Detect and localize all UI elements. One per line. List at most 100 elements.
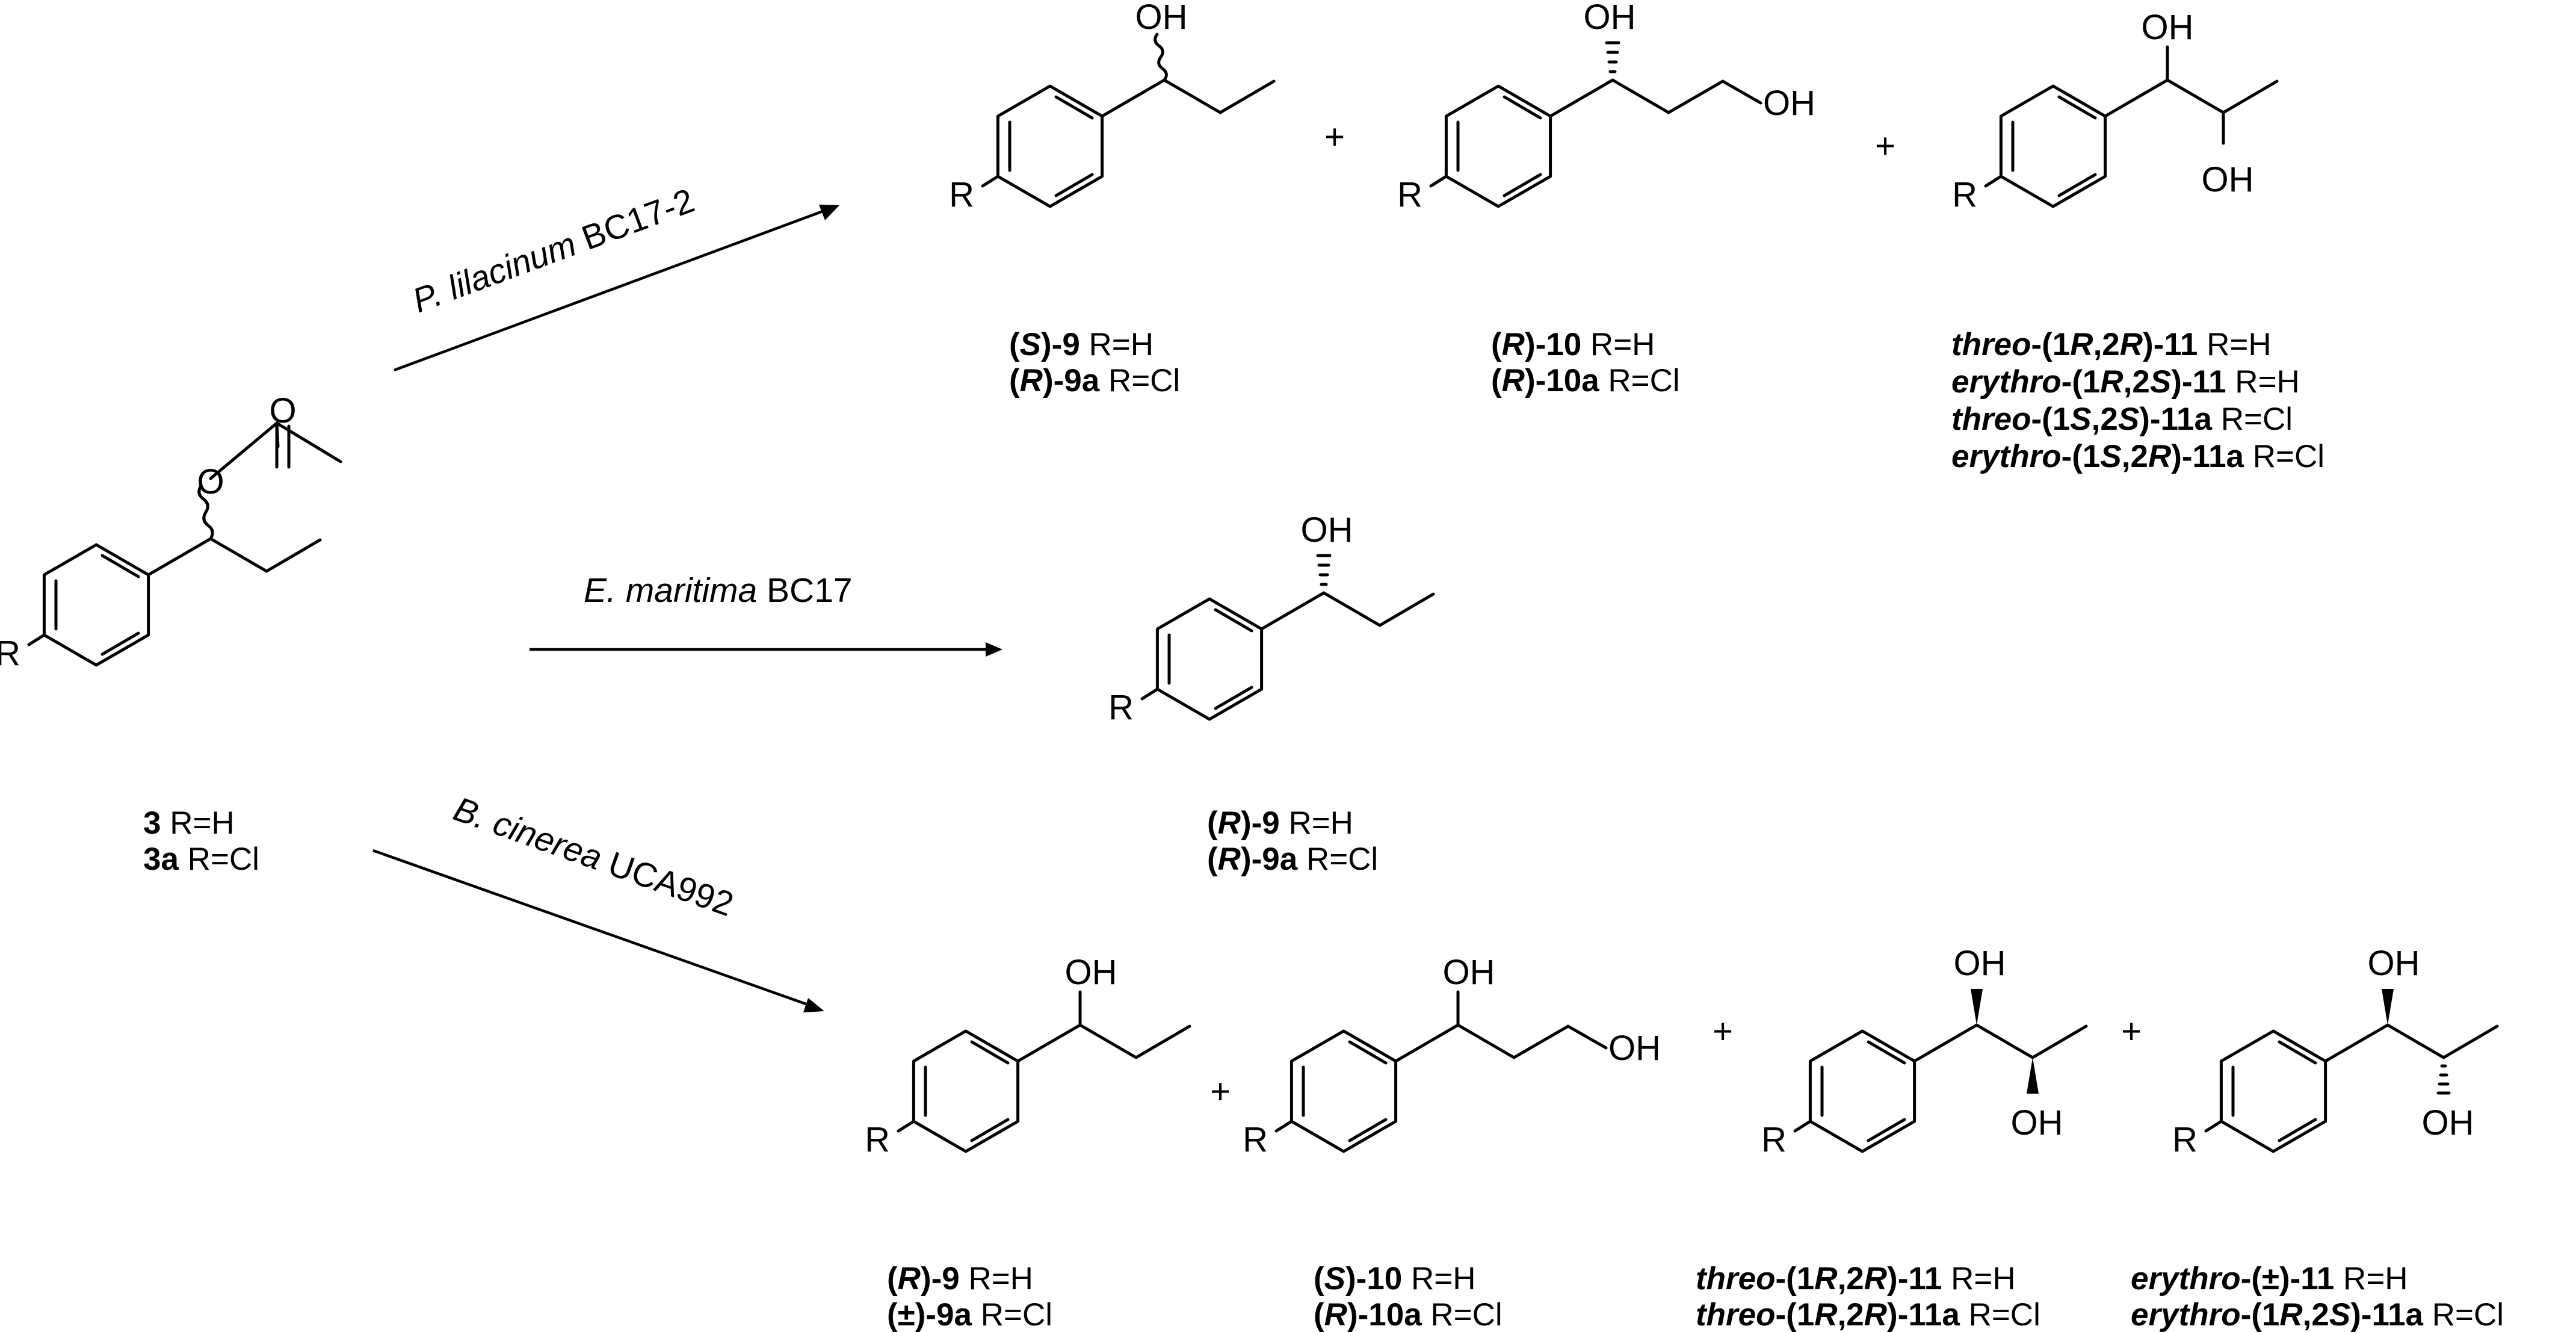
label-run: ( (1009, 363, 1020, 398)
label-line: (S)-9 R=H (1009, 327, 1154, 362)
compound-label-bottom-threo-11: threo-(1R,2R)-11 R=H threo-(1R,2R)-11a R… (1696, 1261, 2040, 1332)
hydroxyl-label: OH (1301, 510, 1353, 550)
label-line: (R)-9a R=Cl (1009, 363, 1180, 398)
label-run: )-11 (2143, 327, 2198, 362)
label-run: R=Cl (1599, 363, 1680, 398)
label-run: )-10a (1347, 1297, 1422, 1332)
label-line: (S)-10 R=H (1314, 1261, 1476, 1296)
label-run: R (1218, 805, 1241, 841)
product-bottom-9: OH R (865, 953, 1191, 1159)
label-run: S (1020, 327, 1041, 362)
label-run: R (1864, 1261, 1887, 1296)
label-run: R (2120, 327, 2143, 362)
label-run: ,2 (1838, 1297, 1864, 1332)
label-run: R=H (1942, 1261, 2015, 1296)
label-run: erythro (2131, 1261, 2241, 1296)
label-run: R (1502, 327, 1525, 362)
wedge-bond (1971, 989, 1983, 1025)
label-run: threo (1696, 1297, 1776, 1332)
label-line: threo-(1S,2S)-11a R=Cl (1951, 401, 2293, 437)
label-run: )-11 (2171, 364, 2226, 400)
r-substituent: R (1243, 1120, 1268, 1159)
label-run: erythro (1951, 439, 2062, 474)
label-run: ,2 (2124, 364, 2150, 400)
reaction-arrow-top: P. lilacinum BC17-2 (394, 181, 839, 372)
label-run: R=Cl (1099, 363, 1180, 398)
label-run: R=Cl (2244, 439, 2324, 474)
compound-label-bottom-10: (S)-10 R=H (R)-10a R=Cl (1314, 1261, 1503, 1332)
label-run: R (2100, 364, 2123, 400)
label-line: (R)-10 R=H (1491, 327, 1655, 362)
compound-3-line-1: 3 R=H (143, 805, 235, 841)
label-run: threo (1696, 1261, 1776, 1296)
wedge-bond (2382, 989, 2394, 1025)
label-run: erythro (2131, 1297, 2241, 1332)
compound-label-top-9: (S)-9 R=H (R)-9a R=Cl (1009, 327, 1180, 398)
label-run: threo (1951, 401, 2031, 437)
label-run: R (1814, 1297, 1837, 1332)
label-line: erythro-(±)-11 R=H (2131, 1261, 2408, 1296)
hydroxyl-label: OH (2011, 1103, 2063, 1142)
plus-sign: + (1210, 1072, 1231, 1111)
label-run: )-9a (1043, 363, 1100, 398)
hydroxyl-label: OH (1065, 953, 1117, 992)
label-line: threo-(1R,2R)-11 R=H (1951, 327, 2272, 362)
hydroxyl-label: OH (2142, 8, 2194, 47)
label-run: R=H (1080, 327, 1154, 362)
hydroxyl-label: OH (1443, 953, 1495, 992)
label-run: ,2 (2122, 439, 2148, 474)
label-run: S (2329, 1297, 2350, 1332)
product-top-10: OH OH R (1397, 0, 1815, 214)
r-substituent: R (1397, 175, 1422, 214)
label-run: R=H (1402, 1261, 1475, 1296)
label-run: R=H (960, 1261, 1033, 1296)
label-run: R (2070, 327, 2093, 362)
label-run: R=H (1581, 327, 1655, 362)
plus-sign: + (1324, 117, 1345, 156)
compound-label-bottom-erythro-11: erythro-(±)-11 R=H erythro-(1R,2S)-11a R… (2131, 1261, 2504, 1332)
label-run: R (1864, 1297, 1887, 1332)
label-run: R=H (2198, 327, 2271, 362)
label-run: (±)-9a (887, 1297, 972, 1332)
label-line: threo-(1R,2R)-11 R=H (1696, 1261, 2016, 1296)
label-run: -(±)-11 (2241, 1261, 2335, 1296)
compound-3-line-2: 3a R=Cl (143, 841, 259, 877)
product-top-9: OH R (949, 0, 1276, 214)
label-run: R=H (2226, 364, 2300, 400)
label-run: ( (1491, 363, 1502, 398)
compound-label-middle-9: (R)-9 R=H (R)-9a R=Cl (1207, 805, 1378, 877)
r-substituent: R (1952, 175, 1977, 214)
r-substituent: R (1761, 1120, 1787, 1159)
label-run: R (2148, 439, 2171, 474)
hydroxyl-label: OH (2368, 944, 2420, 983)
hydroxyl-label: OH (1954, 944, 2006, 983)
reaction-arrow-middle: E. maritima BC17 (530, 571, 1002, 657)
label-run: R=Cl (1297, 841, 1378, 877)
label-run: )-11a (2139, 401, 2212, 437)
product-bottom-10: OH OH R (1243, 953, 1661, 1159)
label-line: (R)-10a R=Cl (1491, 363, 1680, 398)
label-run: -(1 (1776, 1261, 1815, 1296)
label-run: )-11 (1887, 1261, 1942, 1296)
hash-bond (2436, 1064, 2451, 1095)
label-run: )-11a (1887, 1297, 1960, 1332)
label-run: S (2118, 401, 2139, 437)
reagent-middle: E. maritima BC17 (584, 571, 853, 610)
plus-sign: + (1875, 126, 1895, 166)
product-middle-9: OH R (1108, 510, 1435, 727)
label-run: ,2 (2303, 1297, 2329, 1332)
ester-oxygen: O (197, 462, 224, 501)
label-run: )-10 (1525, 327, 1581, 362)
label-line: (R)-9 R=H (887, 1261, 1033, 1296)
r-substituent: R (865, 1120, 890, 1159)
label-line: erythro-(1R,2S)-11a R=Cl (2131, 1297, 2504, 1332)
label-run: threo (1951, 327, 2031, 362)
label-run: )-9 (1041, 327, 1080, 362)
hydroxyl-label: OH (1608, 1029, 1661, 1068)
hydroxyl-label: OH (1135, 0, 1188, 37)
label-line: (±)-9a R=Cl (887, 1297, 1052, 1332)
r-substituent: R (949, 175, 974, 214)
r-substituent: R (2172, 1120, 2198, 1159)
r-substituent: R (0, 634, 20, 673)
